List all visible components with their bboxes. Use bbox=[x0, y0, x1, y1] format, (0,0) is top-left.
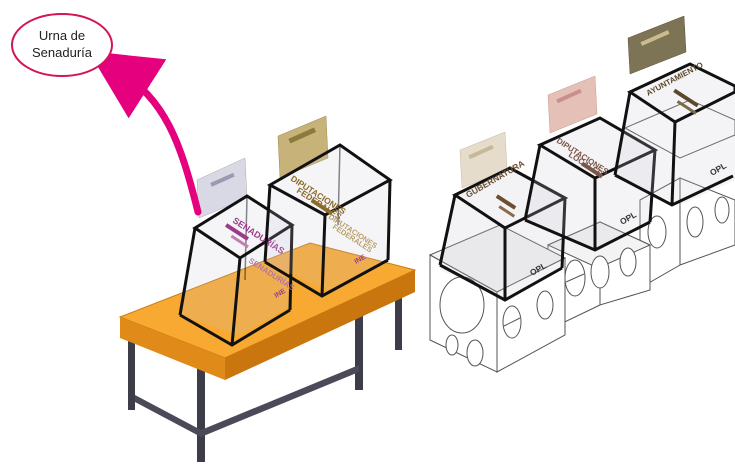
ayuntamiento-urn: AYUNTAMIENTO OPL bbox=[613, 15, 735, 207]
dip-loc-urn-frame bbox=[523, 116, 659, 252]
gubernatura-urn-glass bbox=[440, 168, 565, 300]
table bbox=[118, 242, 417, 462]
gubernatura-box-side bbox=[496, 257, 566, 373]
ayuntamiento-ballot-stripe bbox=[640, 30, 670, 46]
gubernatura-ballot-stripe bbox=[468, 144, 494, 160]
dip-loc-urn: DIPUTACIONES LOCALES OPL bbox=[523, 75, 659, 252]
callout-text-line1: Urna de bbox=[39, 28, 85, 43]
table-leg-back-left bbox=[128, 325, 135, 410]
gubernatura-box-hole bbox=[445, 334, 459, 356]
dip-loc-box-hole bbox=[619, 247, 637, 277]
gubernatura-box-hole bbox=[466, 339, 484, 367]
table-stretcher bbox=[135, 395, 201, 437]
gubernatura-urn-frame bbox=[438, 166, 569, 302]
dip-fed-ballot-stripe bbox=[288, 127, 317, 144]
callout-text-line2: Senaduría bbox=[32, 45, 93, 60]
table-leg-front-left bbox=[197, 365, 205, 462]
ayuntamiento-urn-label-bar bbox=[676, 100, 697, 115]
dip-fed-urn: DIPUTACIONES FEDERALES DIPUTACIONES FEDE… bbox=[263, 115, 393, 298]
gubernatura-urn-label-bar bbox=[498, 205, 516, 218]
dip-fed-urn-frame bbox=[263, 143, 393, 298]
table-leg-back-right bbox=[395, 280, 402, 350]
dip-loc-urn-label-bar bbox=[580, 161, 604, 179]
ayuntamiento-box-hole bbox=[686, 206, 704, 238]
table-apron-front bbox=[120, 317, 225, 380]
senado-urn-label-bar bbox=[225, 223, 249, 241]
table-leg-front-right bbox=[355, 305, 363, 390]
dip-loc-ballot-stripe bbox=[556, 88, 582, 104]
ayuntamiento-urn-frame bbox=[613, 62, 735, 207]
dip-fed-urn-label-bar bbox=[310, 198, 334, 216]
ayuntamiento-ballot-card bbox=[627, 15, 687, 75]
table-stretcher bbox=[201, 365, 359, 437]
table-apron-side bbox=[225, 270, 415, 380]
ayuntamiento-box-top bbox=[623, 99, 735, 159]
gubernatura-urn: GUBERNATURA OPL bbox=[438, 131, 569, 302]
senado-urn-frame bbox=[178, 194, 295, 347]
senado-urn: SENADURÍAS SENADURÍAS INE bbox=[178, 157, 297, 347]
ayuntamiento-box-hole bbox=[714, 196, 730, 224]
gubernatura-box bbox=[428, 224, 567, 373]
callout-bubble bbox=[11, 13, 113, 77]
gubernatura-box-hole bbox=[536, 290, 554, 320]
dip-loc-box-hole bbox=[590, 255, 610, 289]
callout-arrow bbox=[88, 51, 202, 216]
gubernatura-urn-label-bar bbox=[495, 194, 517, 210]
senado-ballot-stripe bbox=[210, 172, 235, 187]
senado-urn-label-bar bbox=[230, 234, 249, 249]
senado-urn-glass bbox=[180, 196, 292, 335]
ayuntamiento-box-hole bbox=[647, 215, 667, 249]
ayuntamiento-urn-label-bar bbox=[673, 88, 699, 108]
dip-loc-urn-glass bbox=[525, 118, 655, 250]
dip-loc-ballot-card bbox=[547, 75, 598, 134]
dip-fed-urn-glass bbox=[265, 145, 390, 292]
